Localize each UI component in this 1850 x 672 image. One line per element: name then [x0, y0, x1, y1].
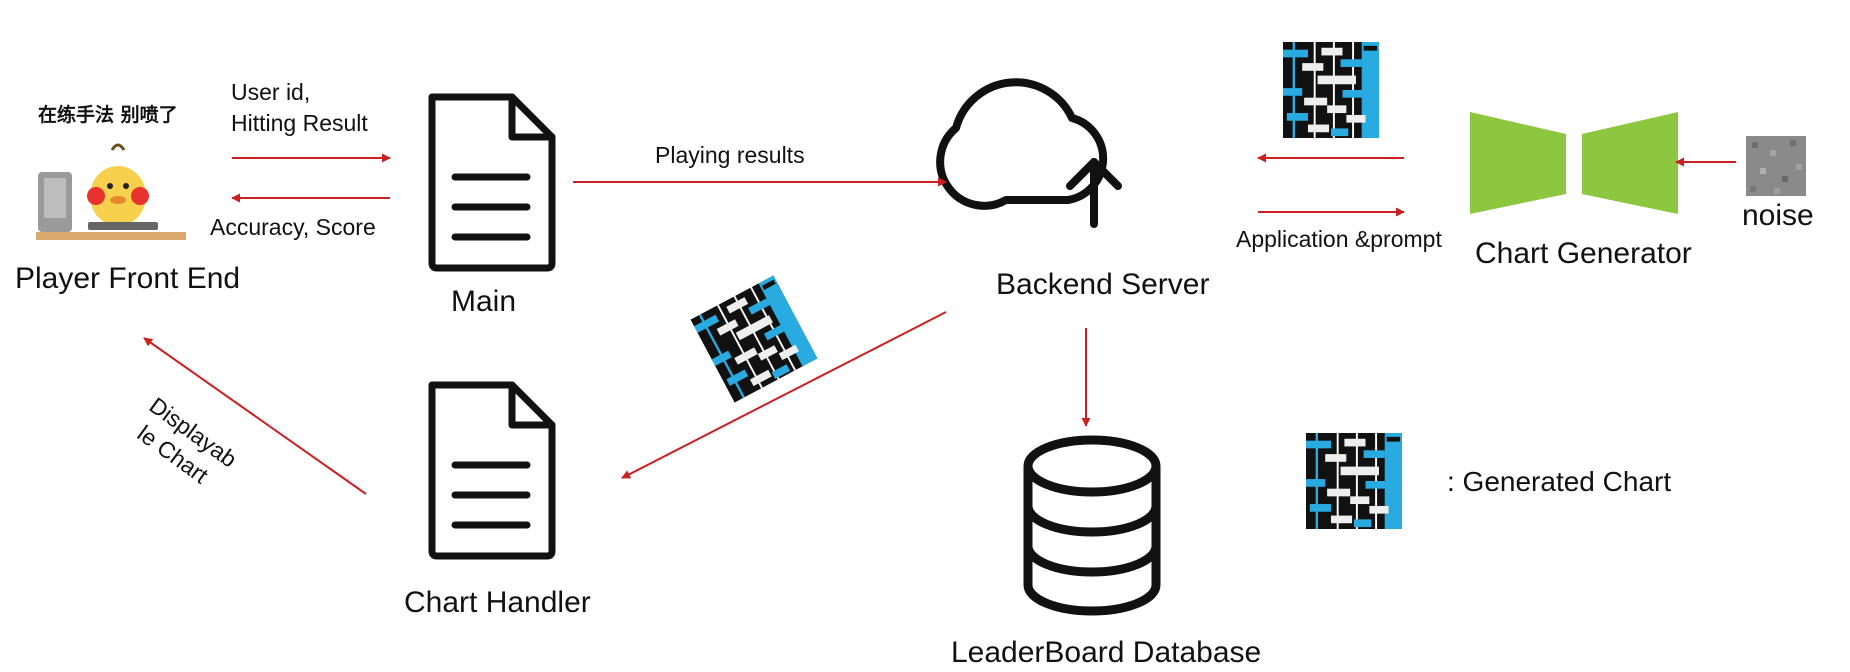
- edge-label-user-id: User id,: [231, 79, 311, 105]
- generated-chart-tilted-thumbnail: [690, 275, 818, 403]
- edge-label-playing-results: Playing results: [655, 142, 805, 168]
- node-label-chart-handler: Chart Handler: [404, 586, 591, 619]
- chart-handler-document-icon: [428, 381, 556, 560]
- meme-caption: 在练手法 别喷了: [38, 104, 178, 126]
- edge-label-accuracy-score: Accuracy, Score: [210, 214, 376, 240]
- node-label-main: Main: [451, 285, 517, 318]
- node-label-leaderboard-database: LeaderBoard Database: [951, 636, 1262, 669]
- chart-generator-icon: [1470, 112, 1678, 214]
- noise-image: [1746, 136, 1806, 196]
- main-document-icon: [428, 93, 556, 272]
- database-icon: [1023, 435, 1161, 616]
- arrow-chart-handler-to-front: [143, 337, 367, 495]
- legend-label-generated-chart: : Generated Chart: [1447, 466, 1672, 497]
- edge-label-hitting-result: Hitting Result: [231, 110, 368, 136]
- node-label-backend-server: Backend Server: [996, 268, 1210, 301]
- generated-chart-top-thumbnail: [1283, 42, 1379, 138]
- node-label-chart-generator: Chart Generator: [1475, 237, 1692, 270]
- node-label-noise: noise: [1742, 199, 1814, 232]
- node-label-player-front-end: Player Front End: [15, 262, 241, 295]
- edge-label-application-prompt: Application &prompt: [1236, 226, 1442, 252]
- legend-chart-swatch: [1306, 433, 1402, 529]
- cloud-upload-icon: [936, 78, 1122, 228]
- arrow-backend-to-chart-handler: [621, 311, 947, 479]
- player-avatar: [36, 143, 188, 244]
